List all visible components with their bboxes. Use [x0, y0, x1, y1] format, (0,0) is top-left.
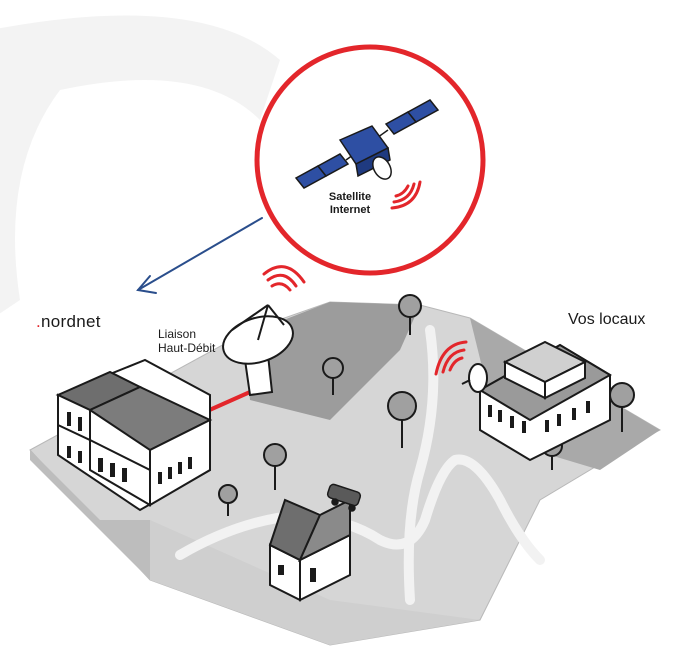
car-icon	[326, 483, 362, 512]
watermark-arc	[0, 15, 280, 314]
signal-waves-icon	[390, 180, 422, 210]
tree-icon	[387, 391, 417, 448]
high-speed-link	[204, 390, 251, 414]
trees	[218, 294, 635, 516]
link-label: Liaison Haut-Débit	[158, 327, 216, 355]
satellite-label: Satellite Internet	[328, 191, 372, 216]
brand-logo: .nordnet	[36, 312, 101, 331]
link-arrow	[136, 217, 263, 294]
dish-antenna-icon	[461, 363, 488, 393]
tree-icon	[218, 484, 238, 516]
signal-waves-icon	[262, 265, 306, 292]
dish-antenna-icon	[222, 304, 294, 397]
signal-waves-icon	[434, 340, 468, 376]
tree-icon	[263, 443, 287, 490]
tree-icon	[322, 357, 344, 395]
satellite-icon	[294, 99, 440, 189]
building-icon	[55, 358, 213, 512]
building-icon	[478, 340, 612, 462]
tree-icon	[398, 294, 422, 335]
site-label: Vos locaux	[568, 311, 646, 328]
house-icon	[268, 498, 351, 602]
